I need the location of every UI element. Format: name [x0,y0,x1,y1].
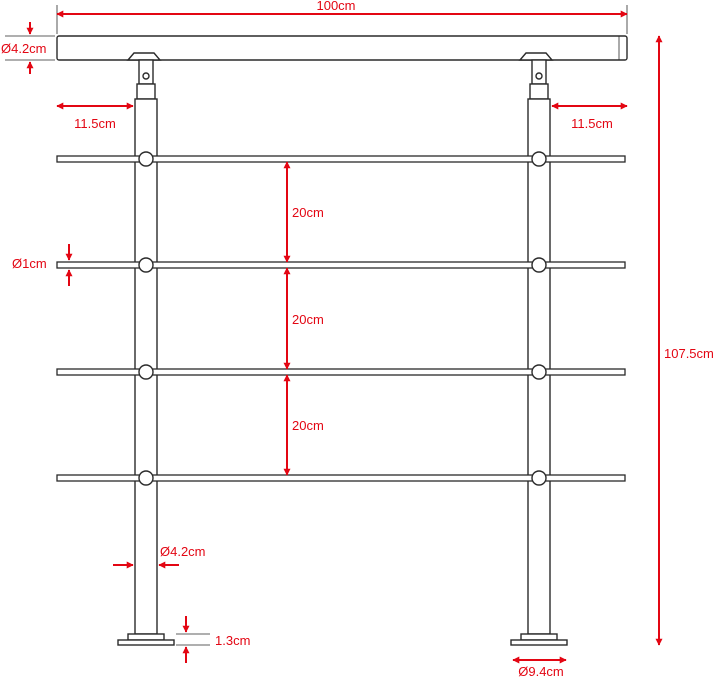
left-base-plate [117,639,175,646]
base-diameter-label: Ø9.4cm [518,664,564,677]
left-bracket-neck [138,59,154,85]
handrail-diameter-label: Ø4.2cm [1,41,47,56]
left-base-cover [127,633,165,641]
rod-spacing-label-1: 20cm [292,205,324,220]
connector-right-1 [531,151,547,167]
offset-left-label: 11.5cm [74,116,116,131]
connector-left-2 [138,257,154,273]
post-diameter-label: Ø4.2cm [160,544,206,559]
rod-1 [56,155,626,163]
connector-left-3 [138,364,154,380]
connector-right-3 [531,364,547,380]
right-bracket-pin [535,72,543,80]
rod-4 [56,474,626,482]
rod-spacing-label-2: 20cm [292,312,324,327]
connector-left-4 [138,470,154,486]
height-label: 107.5cm [664,346,714,361]
connector-right-4 [531,470,547,486]
rod-2 [56,261,626,269]
rod-3 [56,368,626,376]
railing-structure [56,35,628,646]
left-post-collar [136,83,156,100]
offset-right-label: 11.5cm [571,116,613,131]
right-base-plate [510,639,568,646]
right-bracket-neck [531,59,547,85]
right-post-assembly [510,52,568,646]
base-height-label: 1.3cm [215,633,250,648]
right-handrail-bracket [518,52,554,61]
right-base-cover [520,633,558,641]
connector-left-1 [138,151,154,167]
handrail [56,35,628,61]
right-post-collar [529,83,549,100]
rod-diameter-label: Ø1cm [12,256,47,271]
width-label: 100cm [316,0,355,13]
left-handrail-bracket [126,52,162,61]
connector-right-2 [531,257,547,273]
left-bracket-pin [142,72,150,80]
rod-spacing-label-3: 20cm [292,418,324,433]
